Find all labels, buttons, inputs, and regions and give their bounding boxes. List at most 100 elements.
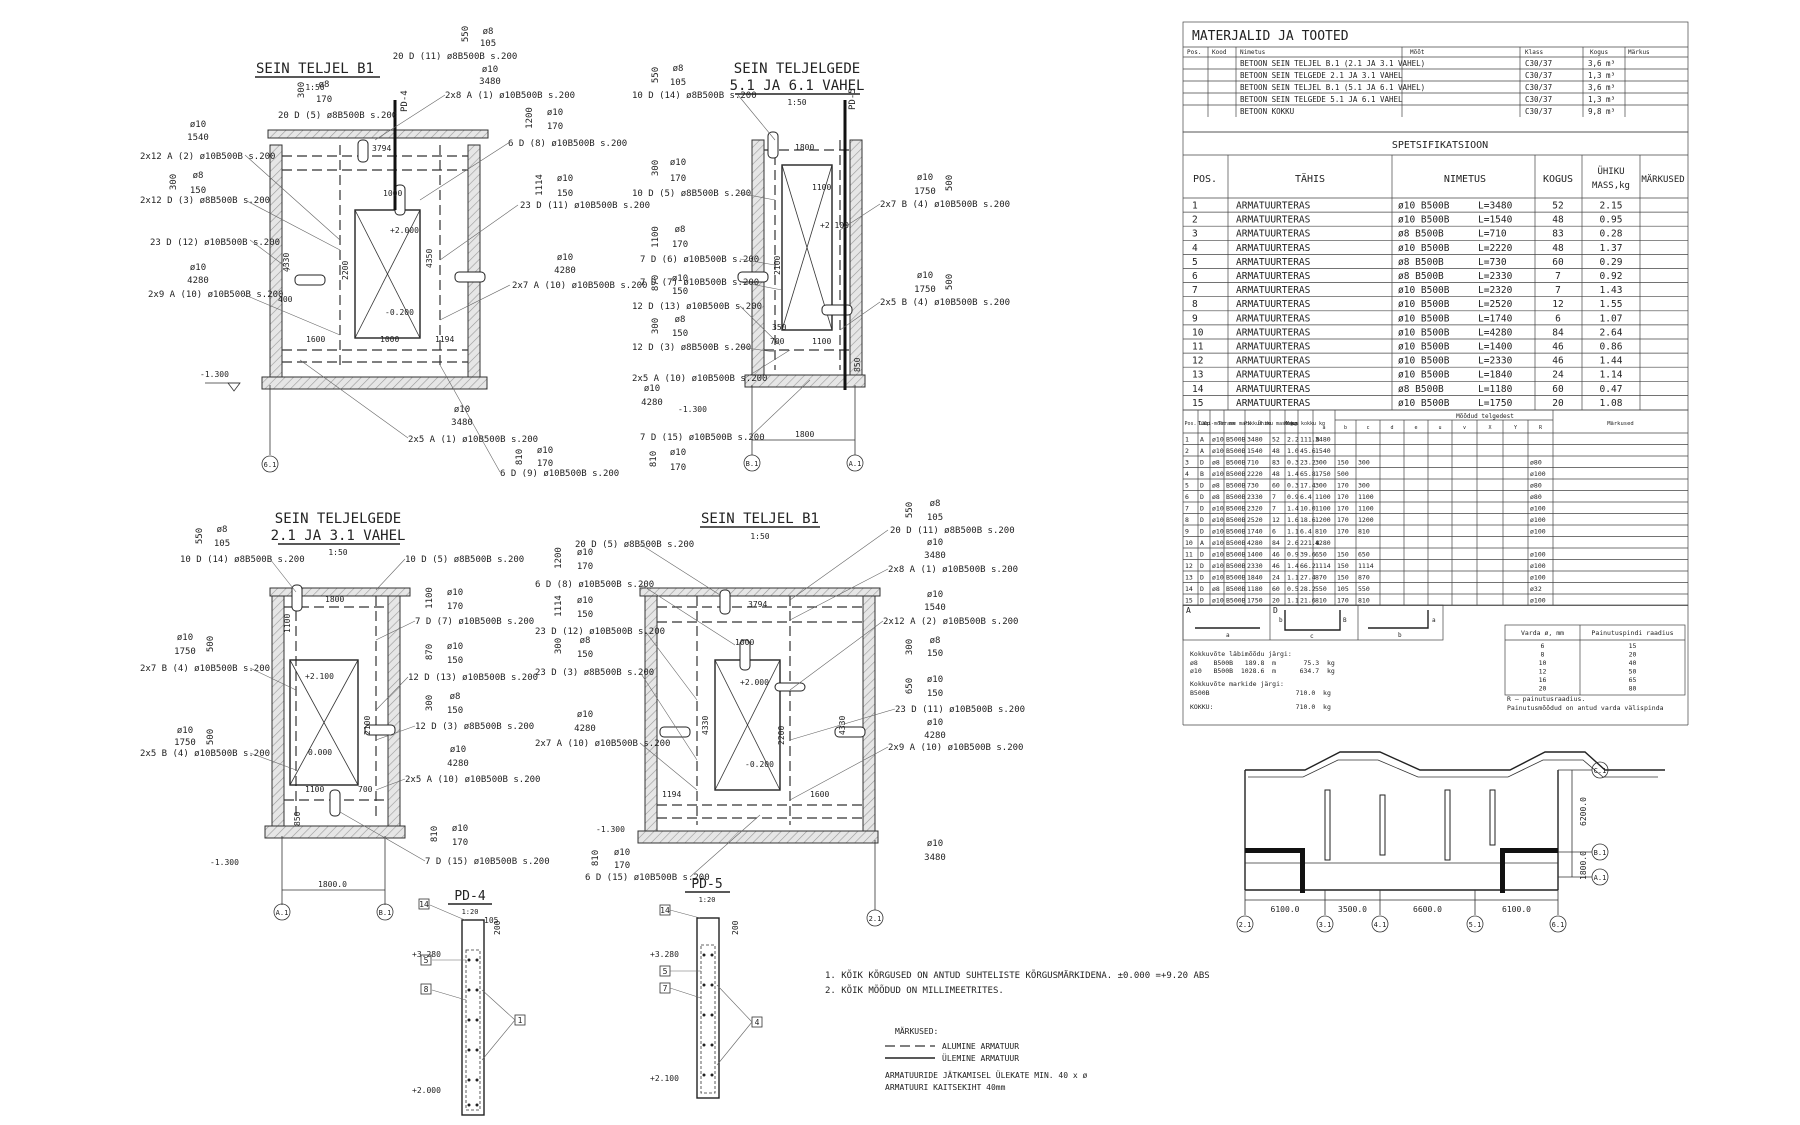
callout: 23 D (12) ø10B500B s.200: [535, 627, 665, 637]
material-class: C30/37: [1525, 59, 1552, 68]
slab-top: [267, 129, 489, 139]
bending-cell: 4280: [1247, 539, 1263, 547]
bending-cell: 27.4: [1300, 574, 1316, 582]
bar-len: 170: [316, 95, 332, 105]
tag: 5: [424, 956, 429, 965]
bending-cell: 6: [1185, 493, 1189, 501]
bending-cell: ø100: [1530, 562, 1546, 570]
bending-cell: ø8: [1212, 482, 1220, 490]
tag: 1: [518, 1016, 523, 1025]
detail-pd5: PD-5 1:20 +3.280 +2.100 200 14 5 7 4: [650, 877, 763, 1099]
dim: 1194: [662, 790, 681, 799]
col-header: Läbi-mõõt mm: [1199, 421, 1235, 427]
col-header: Nimetus: [1240, 49, 1266, 56]
callout: 2x7 A (10) ø10B500B s.200: [535, 739, 670, 749]
bending-cell: 0.5: [1287, 585, 1299, 593]
bending-cell: B500B: [1226, 470, 1246, 478]
dim: 2100: [363, 716, 372, 735]
dim: 4330: [701, 716, 710, 735]
dim: 2100: [773, 256, 782, 275]
bending-cell: ø10: [1212, 551, 1224, 559]
callout: 6 D (15) ø10B500B s.200: [585, 873, 710, 883]
bending-cell: 1200: [1315, 516, 1331, 524]
spec-tahis: ARMATUURTERAS: [1236, 398, 1311, 409]
bending-cell: 0.3: [1287, 459, 1299, 467]
callout: 12 D (3) ø8B500B s.200: [632, 343, 751, 353]
axis-label: C.1: [1594, 767, 1607, 775]
col-header: Mass kokku kg: [1286, 421, 1325, 427]
col-header: POS.: [1193, 174, 1217, 185]
spec-mass: 0.47: [1600, 384, 1623, 395]
totals: Kokkuvõte läbimõõdu järgi: ø8 B500B 189.…: [1190, 650, 1335, 711]
bending-cell: 300: [1358, 482, 1370, 490]
bending-cell: ø80: [1530, 459, 1542, 467]
note: 2. KÕIK MÕÕDUD ON MILLIMEETRITES.: [825, 984, 1004, 996]
bending-cell: 300: [1315, 459, 1327, 467]
spec-qty: 83: [1552, 229, 1563, 240]
table-frame: [1504, 624, 1686, 696]
axis-label: 5.1: [1469, 921, 1482, 929]
col-header: Mõõt: [1410, 49, 1425, 56]
spec-mass: 2.64: [1600, 327, 1623, 338]
bending-cell: 1.4: [1287, 470, 1299, 478]
bending-cell: ø10: [1212, 562, 1224, 570]
note: 1. KÕIK KÕRGUSED ON ANTUD SUHTELISTE KÕR…: [825, 969, 1210, 981]
bending-cell: 150: [1337, 562, 1349, 570]
axis-label: B.1: [1594, 849, 1607, 857]
group-header: Mõõdud telgedest: [1456, 413, 1514, 420]
callout: 7 D (7) ø10B500B s.200: [640, 278, 759, 288]
bar-len: 4280: [641, 398, 663, 408]
bending-cell: 65.8: [1300, 470, 1316, 478]
bar-leg: 870: [651, 275, 661, 291]
spec-qty: 6: [1555, 313, 1561, 324]
callout: 2x9 A (10) ø10B500B s.200: [888, 743, 1023, 753]
bending-cell: D: [1200, 585, 1204, 593]
spec-mass: 1.55: [1600, 299, 1623, 310]
spec-length: L=4280: [1478, 327, 1513, 338]
bending-cell: ø100: [1530, 505, 1546, 513]
callout: 2x8 A (1) ø10B500B s.200: [888, 565, 1018, 575]
bending-cell: 170: [1337, 528, 1349, 536]
totals-line: Kokkuvõte markide järgi:: [1190, 680, 1284, 688]
spec-length: L=2330: [1478, 356, 1513, 367]
legend-text: ARMATUURI KAITSEKIHT 40mm: [885, 1083, 1006, 1092]
bending-cell: 1840: [1247, 574, 1263, 582]
shape-label: c: [1310, 633, 1314, 640]
bar-leg: 300: [297, 82, 307, 98]
bending-cell: 1180: [1247, 585, 1263, 593]
dim: 1194: [435, 335, 454, 344]
axis-label: 2.1: [1239, 921, 1252, 929]
bending-cell: 17.4: [1300, 482, 1316, 490]
bending-cell: 45.6: [1300, 447, 1316, 455]
col-header: Y: [1514, 425, 1517, 431]
bending-cell: D: [1200, 493, 1204, 501]
bending-cell: 1540: [1315, 447, 1331, 455]
plan-dim: 6100.0: [1502, 905, 1531, 914]
bar-dia: ø10: [917, 271, 933, 281]
bar-dia: ø10: [177, 726, 193, 736]
dim: 200: [493, 920, 502, 935]
bending-cell: 2.6: [1287, 539, 1299, 547]
bar-dia: ø10: [190, 263, 206, 273]
bending-cell: 1114: [1358, 562, 1374, 570]
spec-mass: 1.44: [1600, 356, 1623, 367]
spec-dia: ø10 B500B: [1398, 398, 1450, 409]
bending-cell: 1100: [1315, 505, 1331, 513]
spec-length: L=1750: [1478, 398, 1513, 409]
tag: 5: [663, 967, 668, 976]
axis-label: B.1: [379, 909, 392, 917]
bending-cell: 2330: [1247, 493, 1263, 501]
spec-pos: 13: [1192, 370, 1203, 381]
col-header: Pos.: [1187, 49, 1201, 56]
legend-item: ÜLEMINE ARMATUUR: [942, 1053, 1019, 1063]
spec-dia: ø8 B500B: [1398, 229, 1444, 240]
bending-cell: 8: [1185, 516, 1189, 524]
bending-cell: D: [1200, 482, 1204, 490]
axis-label: 6.1: [264, 461, 277, 469]
callout: 23 D (11) ø10B500B s.200: [520, 201, 650, 211]
bending-cell: B500B: [1226, 597, 1246, 605]
view-scale: 1:50: [328, 548, 347, 557]
bar-len: 170: [614, 861, 630, 871]
